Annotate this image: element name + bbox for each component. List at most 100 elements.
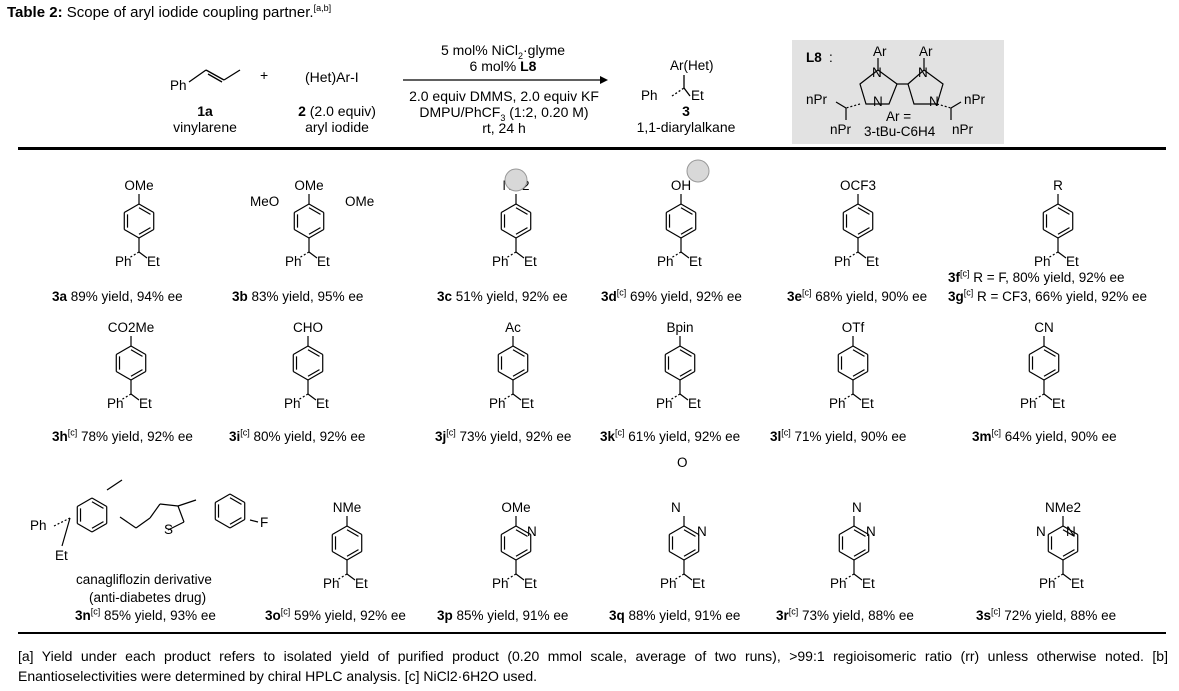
entry-footnote-mark: [c] xyxy=(67,427,78,438)
entry-footnote-mark: [c] xyxy=(280,606,291,617)
entry-result: R = CF3, 66% yield, 92% ee xyxy=(973,289,1147,304)
et-label: Et xyxy=(139,396,152,411)
entry-id: 3n xyxy=(75,608,91,623)
ph-label: Ph xyxy=(830,576,847,591)
entry-3d: 3d[c] 69% yield, 92% ee xyxy=(601,287,742,304)
ph-label: Ph xyxy=(284,396,301,411)
ph-label: Ph xyxy=(107,396,124,411)
entry-3f: 3f[c] R = F, 80% yield, 92% ee xyxy=(948,269,1125,285)
entry-3n: 3n[c] 85% yield, 93% ee xyxy=(75,606,216,623)
ph-label: Ph xyxy=(492,576,509,591)
pyrimidine-n2-3s: N xyxy=(1066,524,1076,539)
entry-result: 51% yield, 92% ee xyxy=(452,289,568,304)
et-label: Et xyxy=(689,254,702,269)
entry-result: 72% yield, 88% ee xyxy=(1000,608,1117,623)
entry-id: 3r xyxy=(776,608,789,623)
entry-result: 73% yield, 92% ee xyxy=(455,429,572,444)
ligand-ar-def: Ar = xyxy=(886,109,911,124)
entry-result: 88% yield, 91% ee xyxy=(624,608,741,623)
ligand-label: L8 xyxy=(806,50,822,65)
ph-label: Ph xyxy=(115,254,132,269)
entry-3g: 3g[c] R = CF3, 66% yield, 92% ee xyxy=(948,288,1147,304)
entry-3e: 3e[c] 68% yield, 90% ee xyxy=(787,287,928,304)
pyridine-n-3q: N xyxy=(697,524,707,539)
sub2-name: aryl iodide xyxy=(305,119,369,135)
cond-cat: 5 mol% NiCl2·glyme xyxy=(440,42,566,61)
entry-result: 89% yield, 94% ee xyxy=(67,289,183,304)
cond-reagents: 2.0 equiv DMMS, 2.0 equiv KF xyxy=(409,88,599,104)
entry-footnote-mark: [c] xyxy=(616,287,627,298)
entry-3p: 3p 85% yield, 91% ee xyxy=(437,608,568,623)
entry-result: R = F, 80% yield, 92% ee xyxy=(969,270,1125,285)
sub1-name: vinylarene xyxy=(173,119,237,135)
ligand-drawing: L8 : Ar Ar N N N N nPr nPr nPr nPr Ar = … xyxy=(806,44,986,139)
entry-id: 3o xyxy=(265,608,281,623)
sub1-ph: Ph xyxy=(170,78,187,93)
entry-id: 3g xyxy=(948,289,964,304)
ph-label: Ph xyxy=(660,576,677,591)
prod-name: 1,1-diarylalkane xyxy=(636,119,736,135)
entry-result: 61% yield, 92% ee xyxy=(624,429,741,444)
substituent-3o: NMe xyxy=(333,500,362,515)
ph-label: Ph xyxy=(1020,396,1037,411)
prod-arhet: Ar(Het) xyxy=(670,58,714,73)
ligand-ar2: Ar xyxy=(919,44,933,59)
sub2-id: 2 xyxy=(298,103,306,119)
substituent-3e: OCF3 xyxy=(840,178,876,193)
entry-id: 3c xyxy=(437,289,453,304)
entry-3r: 3r[c] 73% yield, 88% ee xyxy=(776,607,914,623)
bottom-rule xyxy=(18,632,1166,634)
ph-label: Ph xyxy=(657,254,674,269)
entry-result: 68% yield, 90% ee xyxy=(811,289,928,304)
et-label: Et xyxy=(862,576,875,591)
et-label: Et xyxy=(1052,396,1065,411)
substituent-3j: Ac xyxy=(505,320,521,335)
substituent-3f: R xyxy=(1053,178,1063,193)
ph-label: Ph xyxy=(1039,576,1056,591)
et-label: Et xyxy=(1071,576,1084,591)
et-label: Et xyxy=(147,254,160,269)
entry-id: 3m xyxy=(972,429,992,444)
ligand-colon: : xyxy=(829,50,833,65)
entry-footnote-mark: [c] xyxy=(802,287,812,298)
et-label: Et xyxy=(861,396,874,411)
entry-id: 3j xyxy=(435,429,447,444)
et-label: Et xyxy=(521,396,534,411)
et-label: Et xyxy=(355,576,368,591)
ph-label: Ph xyxy=(285,254,302,269)
entry-result: 73% yield, 88% ee xyxy=(798,608,914,623)
ligand-npr3: nPr xyxy=(964,92,986,107)
entry-id: 3p xyxy=(437,608,453,623)
entry-id: 3e xyxy=(787,289,803,304)
et-label: Et xyxy=(524,576,537,591)
entry-3k: 3k[c] 61% yield, 92% ee xyxy=(600,428,741,444)
pyrimidine-n1-3s: N xyxy=(1036,524,1046,539)
et-label: Et xyxy=(866,254,879,269)
entry-footnote-mark: [c] xyxy=(90,606,101,617)
et-label: Et xyxy=(316,396,329,411)
entry-footnote-mark: [c] xyxy=(240,427,250,438)
entry-id: 3a xyxy=(52,289,68,304)
ligand-n3: N xyxy=(873,94,883,109)
sub1-id: 1a xyxy=(197,103,213,119)
entry-result: 85% yield, 91% ee xyxy=(452,608,569,623)
pyridine-n-3r: N xyxy=(866,524,876,539)
entry-id: 3b xyxy=(232,289,248,304)
ligand-ar1: Ar xyxy=(873,44,887,59)
cond-solvent: DMPU/PhCF3 (1:2, 0.20 M) xyxy=(419,104,589,123)
scheme-drawing: Ph Ph Et Ar(Het) xyxy=(170,58,714,103)
sub2-equiv: (2.0 equiv) xyxy=(305,103,376,119)
morpholine-o-3q: O xyxy=(677,455,688,470)
table-caption: Scope of aryl iodide coupling partner. xyxy=(66,4,314,21)
entry-3b: 3b 83% yield, 95% ee xyxy=(232,289,363,304)
canagliflozin-note-2: (anti-diabetes drug) xyxy=(89,590,207,605)
entry-3a: 3a 89% yield, 94% ee xyxy=(52,289,183,304)
entry-id: 3q xyxy=(609,608,625,623)
entry-3j: 3j[c] 73% yield, 92% ee xyxy=(435,428,572,444)
substituent-3h: CO2Me xyxy=(108,320,155,335)
entry-result: 83% yield, 95% ee xyxy=(247,289,364,304)
substituent-3b: OMe xyxy=(294,178,323,193)
entry-id: 3f xyxy=(948,270,961,285)
cond-temp: rt, 24 h xyxy=(482,120,526,136)
fluoro-3n: F xyxy=(260,515,268,530)
